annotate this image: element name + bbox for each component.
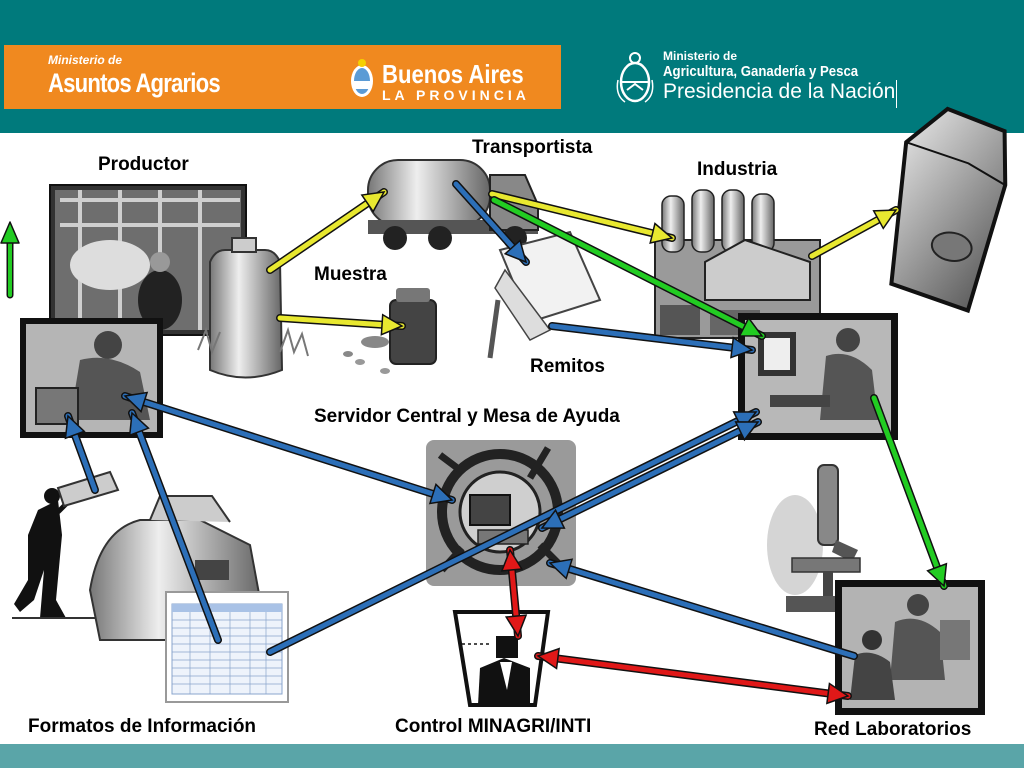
- asuntos-agrarios-banner: Ministerio de Asuntos Agrarios Buenos Ai…: [4, 45, 561, 109]
- province-subtitle: LA PROVINCIA: [382, 87, 530, 103]
- producer-photo: [49, 184, 247, 336]
- lab-to-server-arrow: [546, 558, 858, 660]
- truck-to-notepad-arrow: [452, 180, 530, 266]
- truck-to-industry-arrow: [488, 190, 676, 244]
- green-up-arrow: [0, 221, 20, 299]
- operator-to-lab-green-arrow: [870, 394, 948, 590]
- milk-can-icon: [197, 237, 309, 379]
- national-shield-icon: [616, 52, 654, 103]
- forms-to-producer-arrow: [128, 409, 222, 644]
- notepad-icon: [487, 230, 602, 359]
- producer-to-truck-arrow: [266, 188, 388, 274]
- arrow-layer: [64, 180, 948, 705]
- label-control: Control MINAGRI/INTI: [395, 716, 592, 737]
- microscope-icon: [767, 464, 861, 612]
- label-servidor: Servidor Central y Mesa de Ayuda: [314, 406, 620, 427]
- fax-to-producer-arrow: [64, 412, 99, 494]
- notepad-to-operator-arrow: [548, 322, 756, 359]
- province-shield-icon: [351, 59, 373, 97]
- producer-to-sample-arrow: [276, 313, 406, 336]
- control-lab-red-arrow: [534, 647, 852, 705]
- producer-worker-icon: [20, 318, 163, 438]
- label-productor: Productor: [98, 154, 189, 175]
- milk-carton-icon: [889, 106, 1008, 314]
- sample-bottle-icon: [343, 288, 437, 374]
- label-formatos: Formatos de Información: [28, 716, 257, 737]
- ministry-line-2: Agricultura, Ganadería y Pesca: [663, 63, 859, 80]
- control-inspector-icon: [452, 610, 551, 707]
- server-control-red-arrow: [500, 546, 528, 640]
- man-with-envelope-icon: [12, 470, 120, 619]
- province-name: Buenos Aires: [382, 59, 524, 89]
- label-red-laboratorios: Red Laboratorios: [814, 719, 972, 740]
- ministry-divider: [896, 80, 897, 108]
- server-operator-arrow: [538, 418, 762, 532]
- ministry-line-1: Ministerio de: [663, 49, 738, 63]
- industry-to-carton-arrow: [808, 206, 900, 260]
- spreadsheet-form-icon: [165, 591, 289, 703]
- ministry-line-3: Presidencia de la Nación: [663, 80, 896, 103]
- lab-workers-icon: [835, 580, 985, 715]
- label-industria: Industria: [697, 159, 778, 180]
- footer-bar: [0, 744, 1024, 768]
- label-transportista: Transportista: [472, 137, 593, 158]
- truck-to-operator-green-arrow: [490, 196, 766, 340]
- producer-server-arrow: [121, 391, 456, 505]
- logo-small-text: Ministerio de: [48, 53, 123, 67]
- logo-big-text: Asuntos Agrarios: [48, 68, 221, 98]
- label-remitos: Remitos: [530, 356, 605, 377]
- forms-operator-arrow: [266, 408, 760, 656]
- label-muestra: Muestra: [314, 264, 387, 285]
